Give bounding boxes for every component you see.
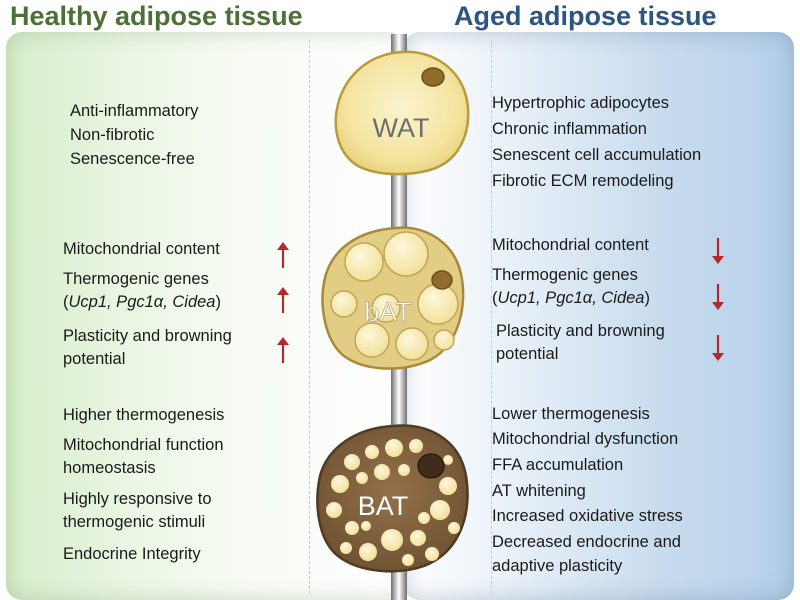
wat-label: WAT [373,113,430,143]
aged-bat-trait-4: AT whitening [492,482,586,500]
arrow-up-icon [277,337,289,363]
wat-cell-icon: WAT [334,50,470,176]
aged-bat-trait-7: adaptive plasticity [492,557,623,575]
healthy-plasticity-potential: potential [63,350,126,368]
aged-bat-trait-1: Lower thermogenesis [492,405,650,423]
healthy-bat-trait-3b: thermogenic stimuli [63,513,206,531]
left-dashed-divider [309,40,310,594]
aged-bat-trait-5: Increased oxidative stress [492,507,683,525]
arrow-up-icon [277,287,289,313]
healthy-thermogenic-gene-list: (Ucp1, Pgc1α, Cidea) [63,293,221,311]
arrow-down-icon [712,238,724,264]
aged-panel [404,32,794,600]
beige-cell-icon: bAT [321,226,465,370]
healthy-bat-trait-1: Higher thermogenesis [63,406,225,424]
healthy-bat-trait-2: Mitochondrial function [63,436,224,454]
aged-wat-trait-4: Fibrotic ECM remodeling [492,172,674,190]
aged-wat-trait-1: Hypertrophic adipocytes [492,94,670,112]
aged-heading: Aged adipose tissue [454,1,717,31]
healthy-mito-content: Mitochondrial content [63,240,220,258]
aged-bat-trait-6: Decreased endocrine and [492,533,681,551]
aged-bat-trait-2: Mitochondrial dysfunction [492,430,679,448]
beige-label: bAT [364,297,412,327]
bat-label: BAT [358,491,409,521]
aged-thermogenic-genes: Thermogenic genes [492,266,638,284]
healthy-plasticity: Plasticity and browning [63,327,232,345]
healthy-wat-trait-1: Anti-inflammatory [70,102,199,120]
arrow-down-icon [712,335,724,361]
right-dashed-divider [491,40,492,594]
healthy-bat-trait-3: Highly responsive to [63,490,212,508]
healthy-wat-trait-2: Non-fibrotic [70,126,155,144]
healthy-wat-trait-3: Senescence-free [70,150,195,168]
aged-plasticity: Plasticity and browning [496,322,665,340]
aged-wat-trait-2: Chronic inflammation [492,120,647,138]
arrow-up-icon [277,242,289,268]
arrow-down-icon [712,284,724,310]
aged-bat-trait-3: FFA accumulation [492,456,624,474]
healthy-bat-trait-4: Endocrine Integrity [63,545,201,563]
bat-cell-icon: BAT [316,424,469,573]
aged-thermogenic-gene-list: (Ucp1, Pgc1α, Cidea) [492,289,650,307]
aged-wat-trait-3: Senescent cell accumulation [492,146,702,164]
aged-mito-content: Mitochondrial content [492,236,649,254]
healthy-heading: Healthy adipose tissue [10,1,303,31]
healthy-thermogenic-genes: Thermogenic genes [63,270,209,288]
aged-plasticity-potential: potential [496,345,559,363]
healthy-bat-trait-2b: homeostasis [63,459,156,477]
